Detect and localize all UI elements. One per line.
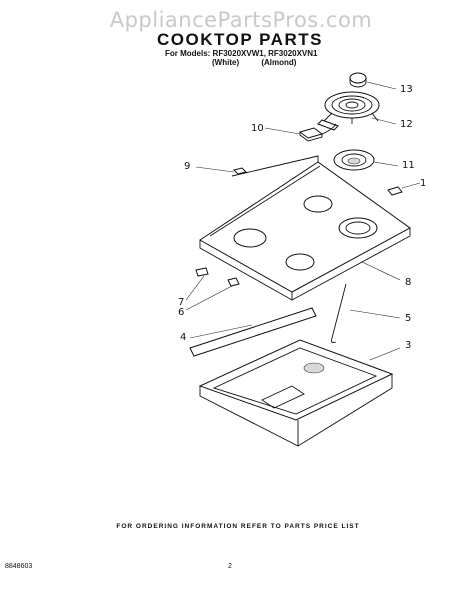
model-numbers: For Models: RF3020XVW1, RF3020XVN1 xyxy=(165,49,318,58)
part-1-receptacle xyxy=(387,182,421,196)
part-10-terminal-block xyxy=(264,123,337,142)
part-4-trim-strip xyxy=(189,307,317,357)
callout-12: 12 xyxy=(400,119,413,130)
part-8-cooktop xyxy=(199,155,411,301)
callout-9: 9 xyxy=(184,161,191,172)
part-13-knob xyxy=(349,72,397,90)
callout-10: 10 xyxy=(251,123,264,134)
callout-6: 6 xyxy=(178,307,185,318)
variant-white: (White) xyxy=(212,58,240,67)
color-variants: (White) (Almond) xyxy=(212,58,316,67)
ordering-note: FOR ORDERING INFORMATION REFER TO PARTS … xyxy=(116,523,360,530)
part-12-surface-element xyxy=(317,91,397,131)
callout-8: 8 xyxy=(405,277,412,288)
page-title: COOKTOP PARTS xyxy=(157,30,323,49)
callout-4: 4 xyxy=(180,332,187,343)
callout-5: 5 xyxy=(405,313,412,324)
part-5-rod xyxy=(331,283,401,343)
variant-almond: (Almond) xyxy=(261,58,297,67)
document-number: 8848603 xyxy=(5,563,33,570)
callout-7: 7 xyxy=(178,297,185,308)
part-7-bracket xyxy=(185,267,209,301)
callout-3: 3 xyxy=(405,340,412,351)
part-9-clip xyxy=(195,166,247,175)
part-11-drip-bowl xyxy=(333,149,399,171)
callout-1: 1 xyxy=(420,178,427,189)
part-6-bracket xyxy=(185,277,240,311)
callout-13: 13 xyxy=(400,84,413,95)
page-number: 2 xyxy=(228,563,232,570)
watermark-text: AppliancePartsPros.com xyxy=(109,8,373,32)
callout-11: 11 xyxy=(402,160,415,171)
part-3-lower-pan xyxy=(198,339,401,447)
